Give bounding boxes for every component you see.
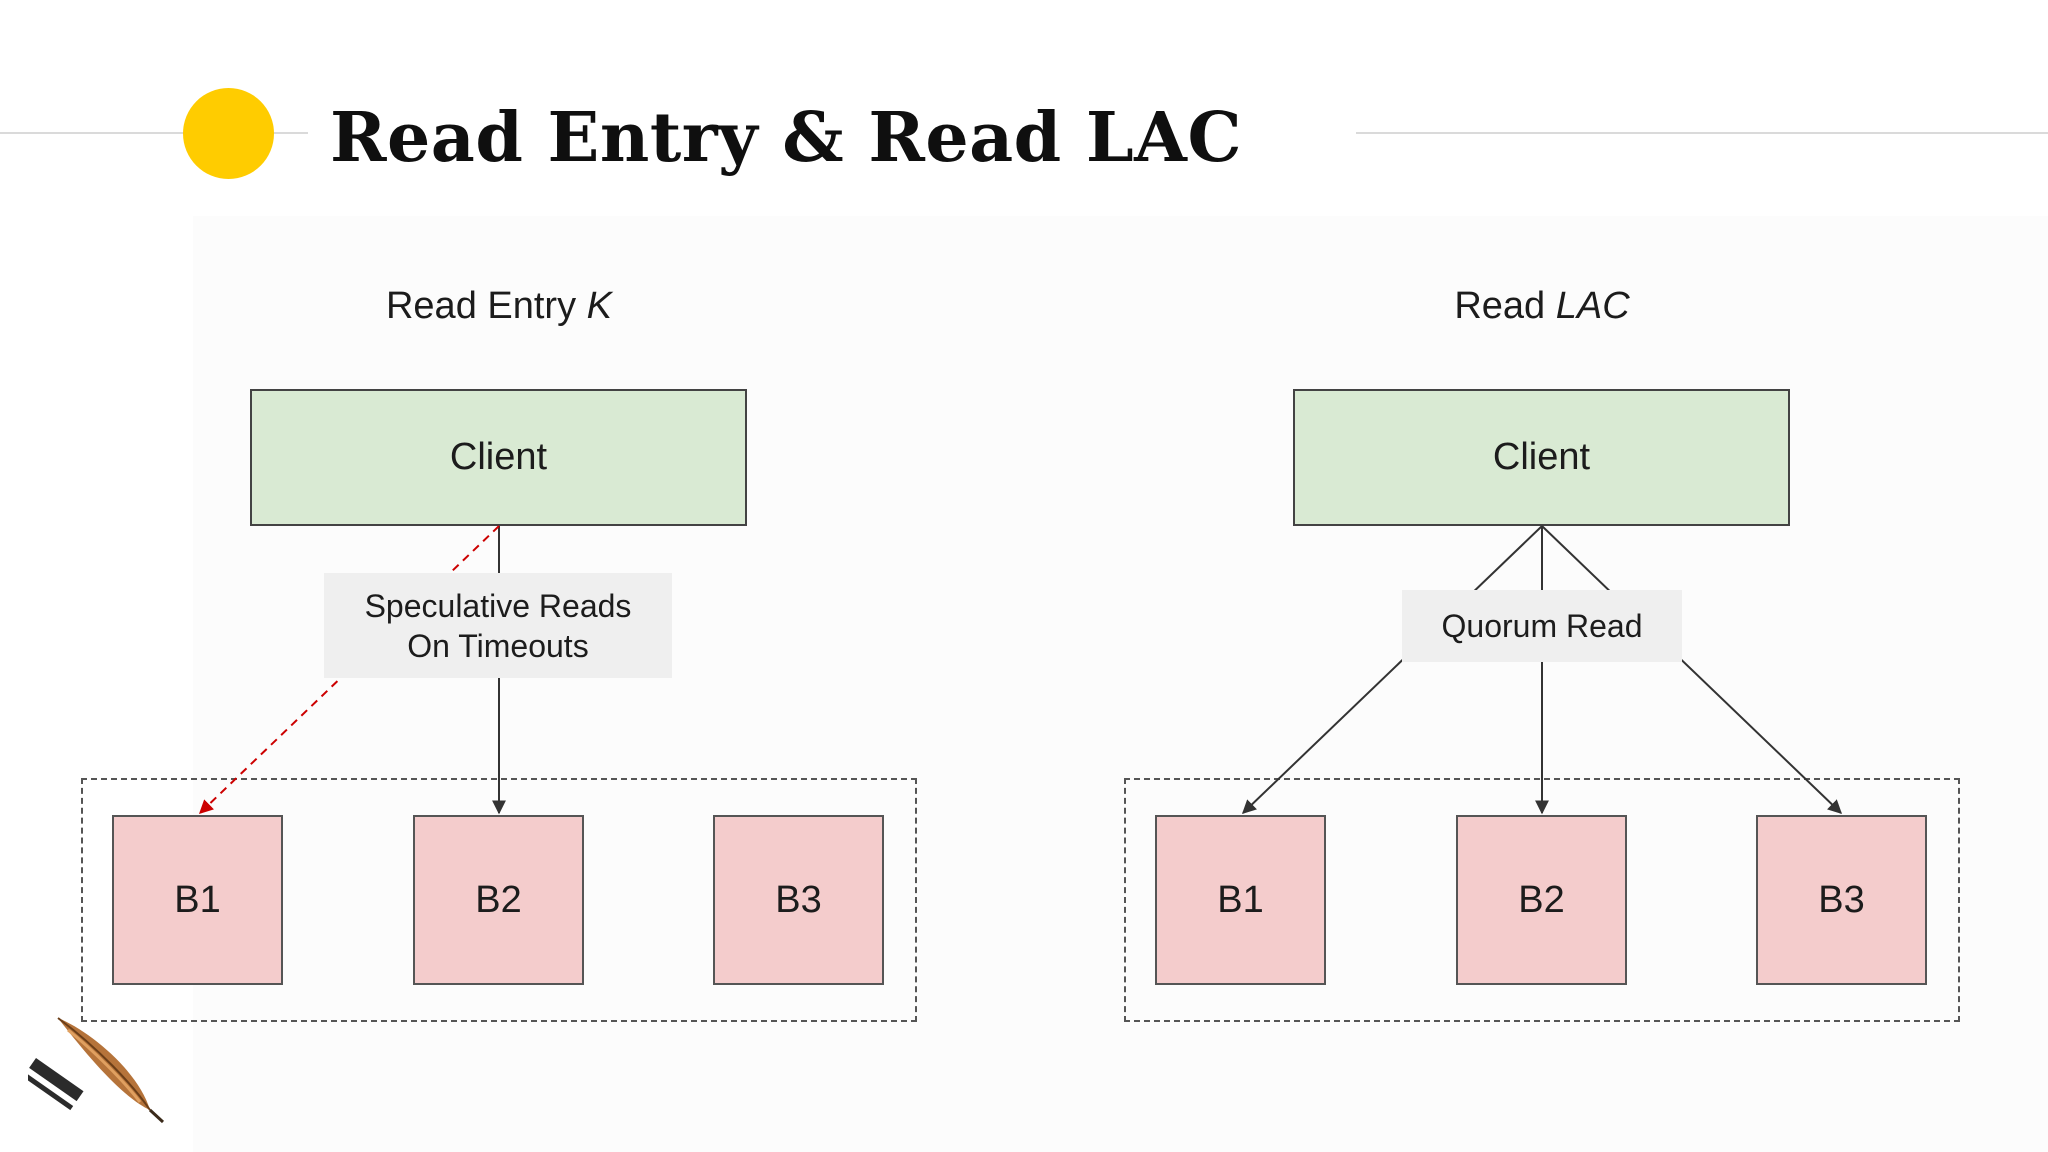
quorum-read-label: Quorum Read: [1402, 590, 1682, 662]
left-client-box: Client: [250, 389, 747, 526]
right-quorum-arrow-b3: [1541, 525, 1843, 814]
speculative-reads-label: Speculative Reads On Timeouts: [324, 573, 672, 678]
quorum-read-label-text: Quorum Read: [1441, 608, 1643, 644]
title-rule-left: [0, 132, 308, 134]
right-quorum-arrow-b1: [1241, 525, 1543, 814]
left-bookie-b2-label: B2: [475, 878, 522, 921]
right-bookie-b2: B2: [1456, 815, 1627, 985]
right-bookie-b1: B1: [1155, 815, 1326, 985]
slide-background: [193, 216, 2048, 1152]
logo-mark: [28, 1058, 84, 1111]
right-bookie-b3: B3: [1756, 815, 1927, 985]
left-bookie-b1-label: B1: [174, 878, 221, 921]
slide-title: Read Entry & Read LAC: [330, 98, 1243, 178]
read-entry-heading-italic: K: [586, 285, 612, 327]
right-client-label: Client: [1492, 436, 1591, 478]
right-bookie-b2-label: B2: [1518, 878, 1565, 921]
left-bookie-b2: B2: [413, 815, 584, 985]
read-lac-heading-italic: LAC: [1555, 285, 1630, 327]
left-bookie-b3: B3: [713, 815, 884, 985]
left-bookie-b1: B1: [112, 815, 283, 985]
title-bullet-icon: [183, 88, 274, 179]
right-bookie-b1-label: B1: [1217, 878, 1264, 921]
left-client-label: Client: [449, 436, 548, 478]
right-bookie-b3-label: B3: [1818, 878, 1865, 921]
right-client-box: Client: [1293, 389, 1790, 526]
feather-logo-icon: [28, 1017, 165, 1124]
speculative-reads-label-line-2: On Timeouts: [407, 627, 589, 664]
read-lac-heading-text: Read: [1454, 285, 1556, 327]
speculative-reads-label-line-1: Speculative Reads: [364, 587, 632, 624]
read-entry-heading-text: Read Entry: [385, 285, 587, 327]
read-entry-heading: Read Entry K: [299, 281, 699, 331]
left-bookie-b3-label: B3: [775, 878, 822, 921]
title-rule-right: [1356, 132, 2048, 134]
read-lac-heading: Read LAC: [1342, 281, 1742, 331]
